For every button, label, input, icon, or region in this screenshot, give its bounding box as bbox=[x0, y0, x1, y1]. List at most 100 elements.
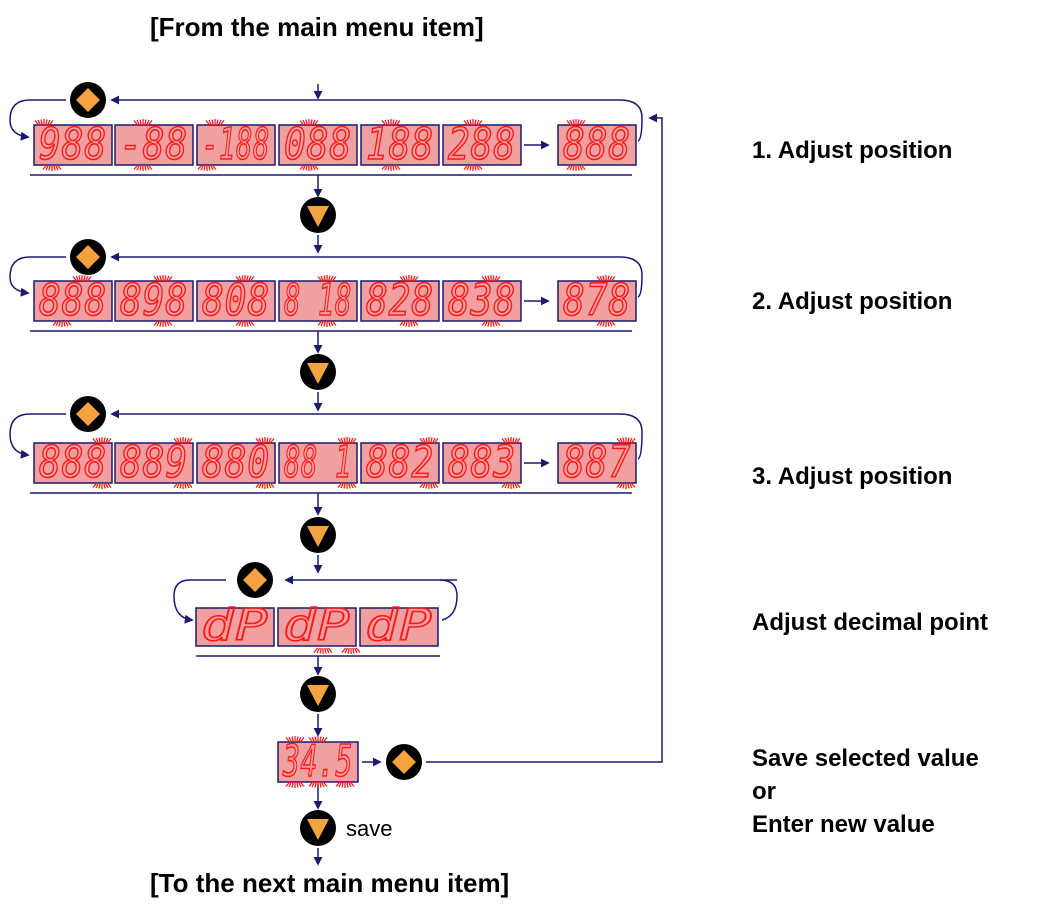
bottom-note: [To the next main menu item] bbox=[150, 868, 510, 898]
display-digits: 883 bbox=[448, 437, 516, 488]
display-digits: 34.5 bbox=[282, 736, 353, 787]
diamond-key-icon bbox=[243, 568, 267, 592]
blink-rays-icon bbox=[235, 275, 255, 282]
display-digits: 882 bbox=[366, 437, 434, 488]
diamond-key-icon bbox=[76, 245, 100, 269]
top-note: [From the main menu item] bbox=[150, 12, 484, 42]
blink-rays-icon bbox=[501, 437, 521, 444]
loop-return-left bbox=[9, 413, 66, 459]
enter-key-dp[interactable] bbox=[237, 562, 273, 598]
blink-rays-icon bbox=[419, 482, 439, 489]
display-frame bbox=[196, 124, 276, 166]
down-key-1[interactable] bbox=[300, 197, 336, 233]
display-frame bbox=[33, 124, 113, 166]
blink-rays-icon bbox=[299, 164, 319, 171]
display-digits: 988 bbox=[39, 119, 107, 170]
display-digits: 898 bbox=[120, 275, 188, 326]
blink-rays-icon bbox=[399, 320, 419, 327]
blink-rays-icon bbox=[335, 781, 355, 788]
blink-rays-icon bbox=[255, 482, 275, 489]
blink-rays-icon bbox=[308, 781, 328, 788]
blink-rays-icon bbox=[317, 320, 337, 327]
display-step3-last: 887 bbox=[557, 436, 637, 489]
blink-rays-icon bbox=[308, 736, 328, 743]
down-key-save[interactable] bbox=[300, 810, 336, 846]
blink-rays-icon bbox=[92, 482, 112, 489]
down-triangle-key-icon bbox=[307, 819, 329, 840]
display-frame bbox=[557, 124, 637, 166]
blink-rays-icon bbox=[133, 119, 153, 126]
display-digits: 889 bbox=[120, 437, 188, 488]
enter-key-step2[interactable] bbox=[70, 239, 106, 275]
display-step2-1: 888 bbox=[33, 274, 113, 327]
blink-rays-icon bbox=[255, 437, 275, 444]
blink-rays-icon bbox=[381, 164, 401, 171]
diamond-key-icon bbox=[76, 402, 100, 426]
display-step1-6: 288 bbox=[442, 118, 522, 171]
display-dp-2: dP bbox=[277, 599, 357, 652]
loop-return-right bbox=[619, 413, 643, 460]
display-digits: 880 bbox=[202, 437, 270, 488]
display-frame bbox=[360, 280, 440, 322]
down-key-2[interactable] bbox=[300, 354, 336, 390]
loop-return-right bbox=[619, 99, 643, 142]
display-frame bbox=[557, 442, 637, 484]
save-label-line2: or bbox=[752, 778, 776, 805]
display-digits: 088 bbox=[284, 119, 352, 170]
blink-rays-icon bbox=[381, 119, 401, 126]
display-frame bbox=[442, 280, 522, 322]
display-step3-3: 880 bbox=[196, 436, 276, 489]
display-step1-1: 988 bbox=[33, 118, 113, 171]
save-label-line3: Enter new value bbox=[752, 811, 935, 838]
display-digits: 888 bbox=[39, 437, 107, 488]
blink-rays-icon bbox=[317, 275, 337, 282]
enter-key-step1[interactable] bbox=[70, 82, 106, 118]
loop-return-right bbox=[619, 256, 643, 298]
blink-rays-icon bbox=[34, 119, 54, 126]
down-key-3[interactable] bbox=[300, 517, 336, 553]
display-frame bbox=[195, 607, 275, 647]
display-step3-1: 888 bbox=[33, 436, 113, 489]
down-key-4[interactable] bbox=[300, 676, 336, 712]
display-step2-4: 8 18 bbox=[278, 274, 358, 327]
display-frame bbox=[278, 442, 358, 484]
down-triangle-key-icon bbox=[307, 206, 329, 227]
display-digits: dP bbox=[365, 600, 433, 651]
display-dp-3: dP bbox=[359, 599, 439, 652]
display-frame bbox=[442, 124, 522, 166]
display-step1-2: -88 bbox=[114, 118, 194, 171]
display-digits: 887 bbox=[563, 437, 631, 488]
display-digits: 888 bbox=[39, 275, 107, 326]
blink-rays-icon bbox=[566, 164, 586, 171]
blink-rays-icon bbox=[419, 437, 439, 444]
blink-rays-icon bbox=[153, 275, 173, 282]
display-frame bbox=[360, 442, 440, 484]
display-step2-5: 828 bbox=[360, 274, 440, 327]
display-frame bbox=[442, 442, 522, 484]
display-digits: dP bbox=[201, 600, 269, 651]
blink-rays-icon bbox=[285, 736, 305, 743]
display-step2-6: 838 bbox=[442, 274, 522, 327]
blink-rays-icon bbox=[341, 647, 361, 654]
enter-key-step3[interactable] bbox=[70, 396, 106, 432]
display-step1-5: 188 bbox=[360, 118, 440, 171]
display-digits: 188 bbox=[366, 119, 434, 170]
display-frame bbox=[114, 124, 194, 166]
display-frame bbox=[114, 442, 194, 484]
display-frame bbox=[33, 442, 113, 484]
display-dp-1: dP bbox=[195, 599, 275, 652]
blink-rays-icon bbox=[52, 320, 72, 327]
display-digits: 828 bbox=[366, 275, 434, 326]
display-frame bbox=[114, 280, 194, 322]
step-1-label: 1. Adjust position bbox=[752, 137, 953, 164]
blink-rays-icon bbox=[299, 119, 319, 126]
blink-rays-icon bbox=[337, 482, 357, 489]
blink-rays-icon bbox=[205, 119, 225, 126]
dp-loop-left bbox=[173, 579, 226, 624]
blink-rays-icon bbox=[596, 320, 616, 327]
blink-rays-icon bbox=[501, 482, 521, 489]
down-triangle-key-icon bbox=[307, 363, 329, 384]
enter-key-save[interactable] bbox=[386, 744, 422, 780]
blink-rays-icon bbox=[463, 119, 483, 126]
